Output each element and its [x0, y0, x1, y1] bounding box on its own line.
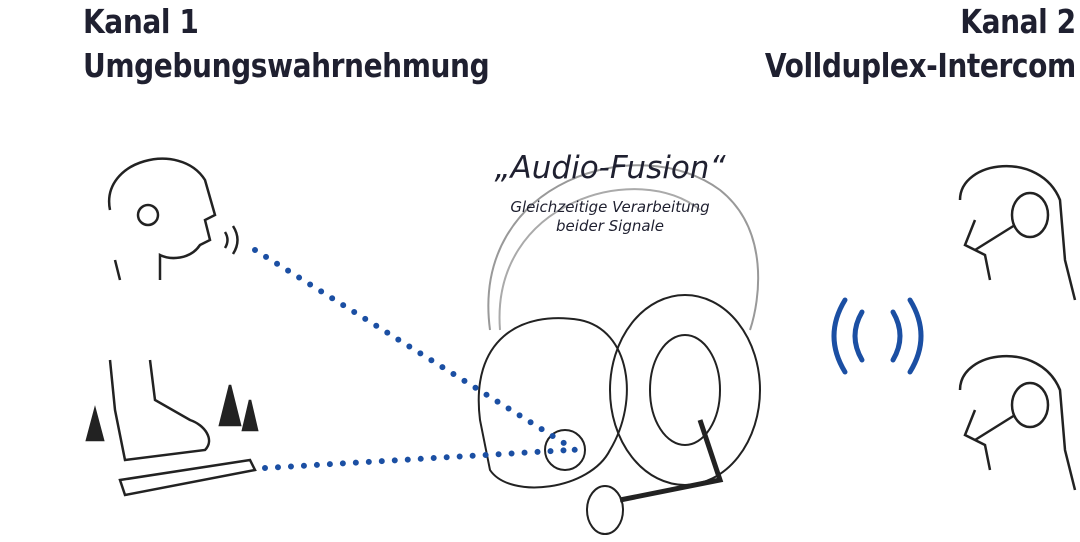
audio-fusion-subtitle-2: beider Signale	[556, 217, 664, 235]
audio-fusion-subtitle-1: Gleichzeitige Verarbeitung	[510, 198, 710, 216]
boot-branch-illustration	[85, 359, 259, 497]
channel-2-label: Kanal 2	[960, 2, 1077, 41]
channel-2-name: Vollduplex-Intercom	[765, 46, 1076, 85]
channel-1-heading: Kanal 1 Umgebungswahrnehmung	[83, 0, 490, 88]
radio-waves-icon	[831, 297, 924, 375]
signal-path-dotted-lines	[252, 247, 578, 471]
intercom-person-bottom	[958, 355, 1077, 491]
person-speaking-illustration	[107, 157, 239, 281]
audio-fusion-title: „Audio-Fusion“	[494, 150, 726, 186]
channel-2-heading: Kanal 2 Vollduplex-Intercom	[765, 0, 1076, 88]
channel-1-name: Umgebungswahrnehmung	[83, 46, 490, 85]
audio-fusion-caption: „Audio-Fusion“ Gleichzeitige Verarbeitun…	[480, 148, 740, 236]
headset-illustration	[477, 164, 761, 535]
intercom-person-top	[958, 165, 1077, 301]
channel-1-label: Kanal 1	[83, 2, 199, 41]
